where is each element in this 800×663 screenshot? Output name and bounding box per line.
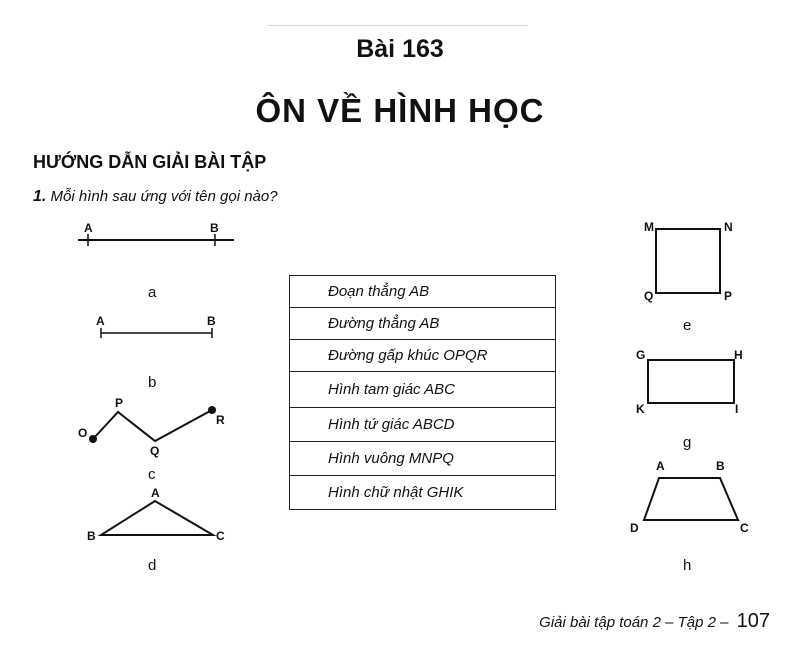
label-h-B: B xyxy=(716,459,725,473)
figure-letter-e: e xyxy=(683,317,691,334)
label-b-B: B xyxy=(207,314,216,328)
question: 1. Mỗi hình sau ứng với tên gọi nào? xyxy=(33,188,278,206)
name-cell: Hình chữ nhật GHIK xyxy=(290,476,555,510)
question-text: Mỗi hình sau ứng với tên gọi nào? xyxy=(50,188,278,205)
label-a-B: B xyxy=(210,221,219,235)
label-g-H: H xyxy=(734,348,743,362)
name-cell: Hình vuông MNPQ xyxy=(290,442,555,476)
label-c-R: R xyxy=(216,413,225,427)
name-cell: Đường gấp khúc OPQR xyxy=(290,340,555,372)
name-cell: Hình tứ giác ABCD xyxy=(290,408,555,442)
label-b-A: A xyxy=(96,314,105,328)
label-e-P: P xyxy=(724,289,732,303)
label-g-I: I xyxy=(735,402,738,416)
name-cell: Đường thẳng AB xyxy=(290,308,555,340)
figure-letter-g: g xyxy=(683,434,691,451)
name-cell: Hình tam giác ABC xyxy=(290,372,555,408)
label-e-Q: Q xyxy=(644,289,653,303)
figure-letter-h: h xyxy=(683,557,691,574)
book-title: Giải bài tập toán 2 – Tập 2 – xyxy=(539,614,729,631)
question-number: 1. xyxy=(33,188,47,205)
label-h-D: D xyxy=(630,521,639,535)
top-rule xyxy=(268,25,528,26)
page-number: 107 xyxy=(736,610,770,632)
label-c-O: O xyxy=(78,426,87,440)
label-e-M: M xyxy=(644,220,654,234)
figure-g-rectangle xyxy=(647,359,735,404)
figure-letter-b: b xyxy=(148,374,156,391)
label-a-A: A xyxy=(84,221,93,235)
figure-letter-a: a xyxy=(148,284,157,301)
label-g-G: G xyxy=(636,348,645,362)
page-footer: Giải bài tập toán 2 – Tập 2 – 107 xyxy=(539,610,770,633)
figure-d-triangle xyxy=(97,499,217,536)
section-title: HƯỚNG DẪN GIẢI BÀI TẬP xyxy=(33,152,267,172)
label-g-K: K xyxy=(636,402,645,416)
figure-c-polyline xyxy=(92,409,213,443)
figure-e-square xyxy=(655,228,721,294)
label-d-B: B xyxy=(87,529,96,543)
figure-h-quadrilateral xyxy=(642,477,740,521)
label-h-A: A xyxy=(656,459,665,473)
label-h-C: C xyxy=(740,521,749,535)
label-d-A: A xyxy=(151,486,160,500)
figure-letter-d: d xyxy=(148,557,156,574)
label-e-N: N xyxy=(724,220,733,234)
lesson-number: Bài 163 xyxy=(356,35,444,63)
names-table: Đoạn thẳng AB Đường thẳng AB Đường gấp k… xyxy=(289,275,556,510)
label-c-Q: Q xyxy=(150,444,159,458)
figure-letter-c: c xyxy=(148,466,156,483)
label-c-P: P xyxy=(115,396,123,410)
label-d-C: C xyxy=(216,529,225,543)
name-cell: Đoạn thẳng AB xyxy=(290,276,555,308)
page-title: ÔN VỀ HÌNH HỌC xyxy=(255,92,545,129)
